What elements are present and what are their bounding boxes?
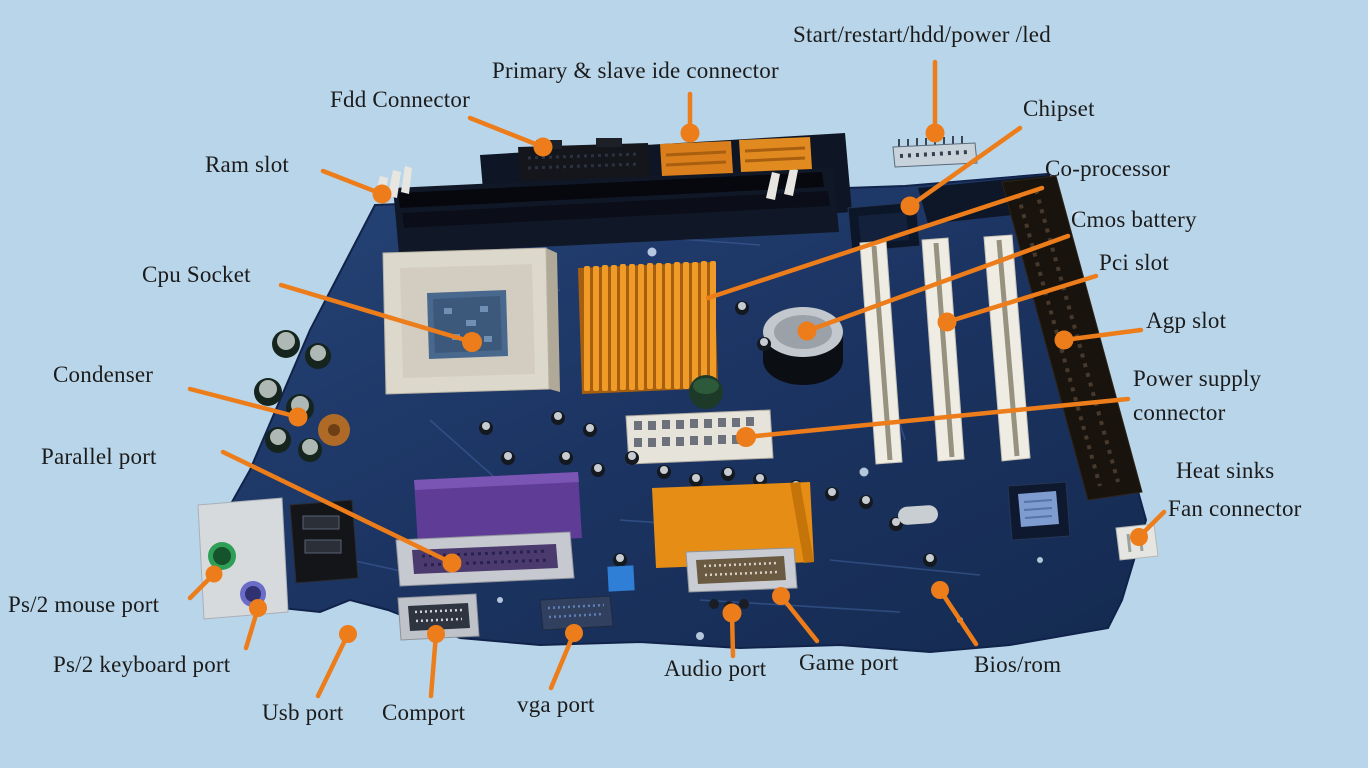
label-cpu-socket: Cpu Socket: [142, 262, 251, 287]
leader-cmos-battery: [797, 233, 1071, 341]
ram-slots: [374, 166, 830, 228]
leader-pci-slot: [937, 273, 1099, 332]
power-connector-part: [625, 409, 774, 465]
bios-chip-part: [1007, 481, 1071, 541]
front-panel-header-part: [892, 136, 978, 168]
label-game-port: Game port: [799, 650, 899, 675]
leader-usb-port: [315, 625, 357, 699]
label-vga-port: vga port: [517, 692, 595, 717]
leader-heat-sinks-fan: [1130, 509, 1167, 546]
label-chipset: Chipset: [1023, 96, 1095, 121]
leader-condenser: [187, 386, 308, 427]
label-fan-connector: Fan connector: [1168, 496, 1302, 521]
label-parallel-port: Parallel port: [41, 444, 157, 469]
label-agp-slot: Agp slot: [1146, 308, 1227, 333]
label-fdd-connector: Fdd Connector: [330, 87, 470, 112]
label-power-supply-line2: connector: [1133, 400, 1226, 425]
cmos-battery-part: [763, 307, 843, 385]
label-condenser: Condenser: [53, 362, 154, 387]
usb-ports-part: [289, 499, 359, 584]
leader-power-supply: [736, 396, 1131, 447]
heatsink-part: [578, 261, 718, 394]
ram-latches: [374, 166, 798, 202]
leader-cpu-socket: [278, 282, 482, 352]
leader-comport: [427, 625, 445, 699]
leader-ram-slot: [320, 168, 392, 204]
leader-lines: [187, 59, 1167, 699]
label-primary-slave-ide: Primary & slave ide connector: [492, 58, 779, 83]
small-capacitors: [479, 301, 937, 567]
label-ps2-keyboard-port: Ps/2 keyboard port: [53, 652, 231, 677]
label-heat-sinks: Heat sinks: [1176, 458, 1275, 483]
label-bios-rom: Bios/rom: [974, 652, 1062, 677]
ps2-ports-part: [197, 497, 289, 620]
leader-primary-slave-ide: [680, 91, 700, 143]
cpu-socket-part: [382, 247, 560, 395]
label-usb-port: Usb port: [262, 700, 344, 725]
leader-bios-rom: [931, 581, 979, 647]
leader-parallel-port: [220, 449, 462, 573]
leader-start-restart: [925, 59, 945, 143]
leader-fdd-connector: [467, 115, 553, 157]
label-pci-slot: Pci slot: [1099, 250, 1169, 275]
leader-vga-port: [548, 624, 583, 691]
leader-ps2-mouse: [187, 565, 223, 601]
label-co-processor: Co-processor: [1045, 156, 1171, 181]
condenser-part: [254, 330, 350, 462]
leader-chipset: [900, 125, 1023, 216]
crystal-oscillator-part: [898, 505, 938, 525]
pci-slots-part: [859, 234, 1031, 465]
leader-game-port: [772, 587, 820, 644]
leader-agp-slot: [1054, 327, 1144, 350]
label-power-supply-line1: Power supply: [1133, 366, 1262, 391]
label-ram-slot: Ram slot: [205, 152, 290, 177]
leader-co-processor: [705, 185, 1045, 301]
leader-audio-port: [722, 603, 742, 659]
ide-connectors-part: [660, 137, 812, 176]
label-cmos-battery: Cmos battery: [1071, 207, 1197, 232]
leader-ps2-keyboard: [243, 599, 267, 651]
vga-port-part: [539, 565, 635, 631]
parallel-port-part: [395, 472, 582, 587]
game-port-part: [652, 482, 814, 611]
com-port-part: [397, 593, 480, 641]
label-audio-port: Audio port: [664, 656, 767, 681]
label-start-restart: Start/restart/hdd/power /led: [793, 22, 1051, 47]
label-ps2-mouse-port: Ps/2 mouse port: [8, 592, 160, 617]
label-comport: Comport: [382, 700, 466, 725]
